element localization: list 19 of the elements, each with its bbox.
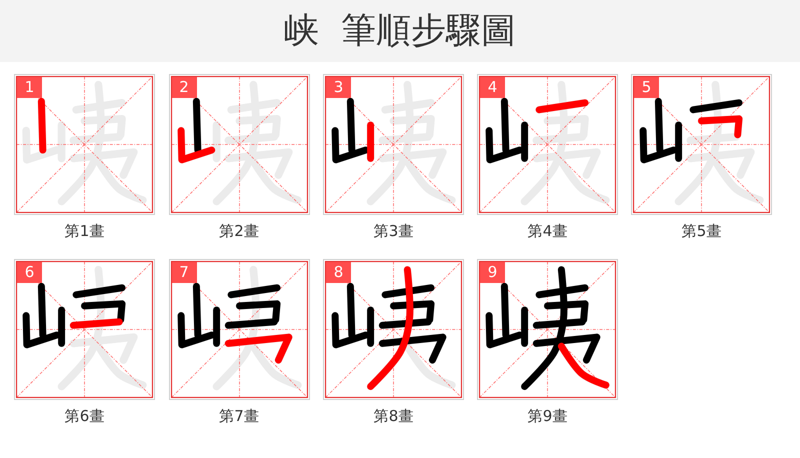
step-number-badge: 4 — [480, 77, 505, 98]
step-number-badge: 9 — [480, 262, 505, 283]
step-number-badge: 5 — [634, 77, 659, 98]
step-number-badge: 6 — [17, 262, 42, 283]
step-caption: 第3畫 — [374, 221, 414, 241]
step-number-badge: 7 — [172, 262, 196, 283]
step-caption: 第1畫 — [64, 221, 104, 241]
step-number-badge: 3 — [326, 77, 351, 98]
step-number-badge: 8 — [326, 262, 351, 283]
step-caption: 第2畫 — [219, 221, 259, 241]
step-number-badge: 1 — [17, 77, 42, 98]
step-caption: 第6畫 — [64, 406, 104, 426]
step-caption: 第8畫 — [374, 406, 414, 426]
step-caption: 第9畫 — [528, 406, 568, 426]
step-caption: 第4畫 — [528, 221, 568, 241]
page-title: 峡 筆順步驟圖 — [284, 10, 516, 53]
step-caption: 第7畫 — [219, 406, 259, 426]
step-caption: 第5畫 — [682, 221, 722, 241]
step-number-badge: 2 — [172, 77, 196, 98]
